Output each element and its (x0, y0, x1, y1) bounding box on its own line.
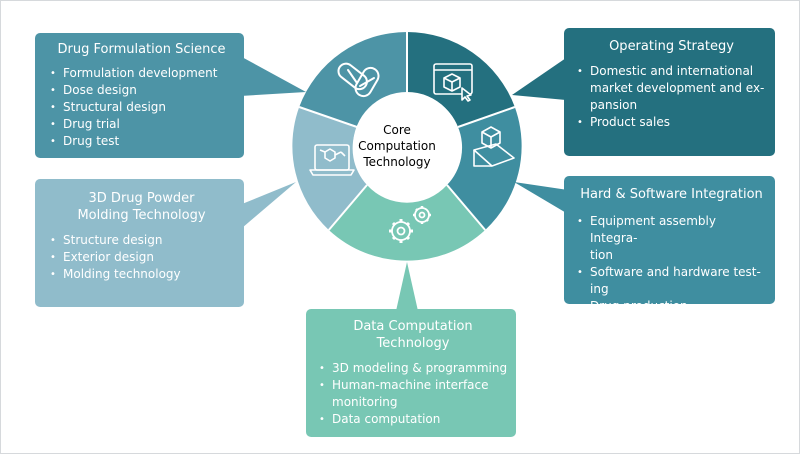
list-item: Drug trial (49, 116, 234, 133)
hard-software-box: Hard & Software Integration Equipment as… (564, 176, 775, 315)
list-item: Domestic and international market develo… (576, 63, 767, 114)
list-item: Formulation development (49, 65, 234, 82)
list-item-line: tion (590, 248, 613, 262)
list-item-line: Equipment assembly Integra- (590, 214, 716, 245)
item-list: Formulation development Dose design Stru… (49, 65, 234, 150)
connector-drug-formulation (240, 56, 306, 96)
list-item-line: 3D modeling & programming (332, 361, 508, 375)
list-item-line: ing (590, 282, 609, 296)
list-item: Drug production (576, 298, 767, 315)
list-item: Molding technology (49, 266, 234, 283)
list-item-line: Domestic and international (590, 64, 754, 78)
list-item-line: Product sales (590, 115, 670, 129)
segment-data-computation (328, 185, 486, 261)
operating-strategy-box: Operating Strategy Domestic and internat… (564, 28, 775, 156)
item-list: Structure design Exterior design Molding… (49, 232, 234, 283)
item-list: Domestic and international market develo… (576, 63, 767, 131)
segment-separators (298, 32, 516, 231)
box-title: Drug Formulation Science (57, 42, 226, 57)
core-label-line: Core (383, 123, 411, 137)
drug-formulation-box: Drug Formulation Science Formulation dev… (35, 33, 244, 158)
list-item-line: Data computation (332, 412, 441, 426)
connector-hard-software (514, 182, 568, 214)
list-item: Dose design (49, 82, 234, 99)
box-title-line: 3D Drug Powder (88, 191, 195, 206)
box-title-line: Data Computation (353, 319, 473, 334)
segment-drug-formulation (299, 32, 407, 127)
capsule-pills-icon (337, 62, 380, 98)
list-item-line: Software and hardware test- (590, 265, 761, 279)
browser-cube-cursor-icon (433, 63, 473, 102)
data-computation-box: Data Computation Technology 3D modeling … (306, 309, 516, 437)
list-item: Data computation (318, 411, 508, 428)
item-list: Equipment assembly Integra- tion Softwar… (576, 213, 767, 315)
box-title-line: Technology (376, 336, 450, 351)
list-item: Software and hardware test- ing (576, 264, 767, 298)
list-item-line: market development and ex- (590, 81, 765, 95)
list-item-line: Drug production (590, 299, 688, 313)
list-item: 3D modeling & programming (318, 360, 508, 377)
item-list: 3D modeling & programming Human-machine … (318, 360, 508, 428)
box-title: Data Computation Technology (318, 318, 508, 352)
list-item: Human-machine interface monitoring (318, 377, 508, 411)
list-item: Structural design (49, 99, 234, 116)
segment-operating-strategy (407, 32, 515, 127)
core-label-line: Computation (358, 139, 436, 153)
cube-blueprint-icon (473, 126, 515, 167)
list-item: Exterior design (49, 249, 234, 266)
list-item: Equipment assembly Integra- tion (576, 213, 767, 264)
list-item-line: pansion (590, 98, 638, 112)
segment-drug-powder (292, 107, 367, 230)
list-item: Structure design (49, 232, 234, 249)
box-title: Operating Strategy (609, 39, 734, 54)
segment-hard-software (447, 107, 522, 230)
list-item: Drug test (49, 133, 234, 150)
connector-drug-powder (242, 182, 296, 228)
list-item-line: monitoring (332, 395, 398, 409)
box-title-line: Molding Technology (77, 208, 206, 223)
core-circle (353, 92, 461, 200)
box-title: 3D Drug Powder Molding Technology (49, 190, 234, 224)
core-label-line: Technology (363, 155, 431, 169)
box-title: Hard & Software Integration (580, 187, 763, 202)
connector-operating-strategy (512, 58, 566, 100)
list-item-line: Human-machine interface (332, 378, 489, 392)
list-item: Product sales (576, 114, 767, 131)
drug-powder-box: 3D Drug Powder Molding Technology Struct… (35, 179, 244, 307)
gears-icon (389, 206, 431, 243)
core-label: Core Computation Technology (354, 103, 440, 189)
laptop-molecule-icon (309, 144, 355, 176)
connector-data-computation (396, 262, 418, 311)
